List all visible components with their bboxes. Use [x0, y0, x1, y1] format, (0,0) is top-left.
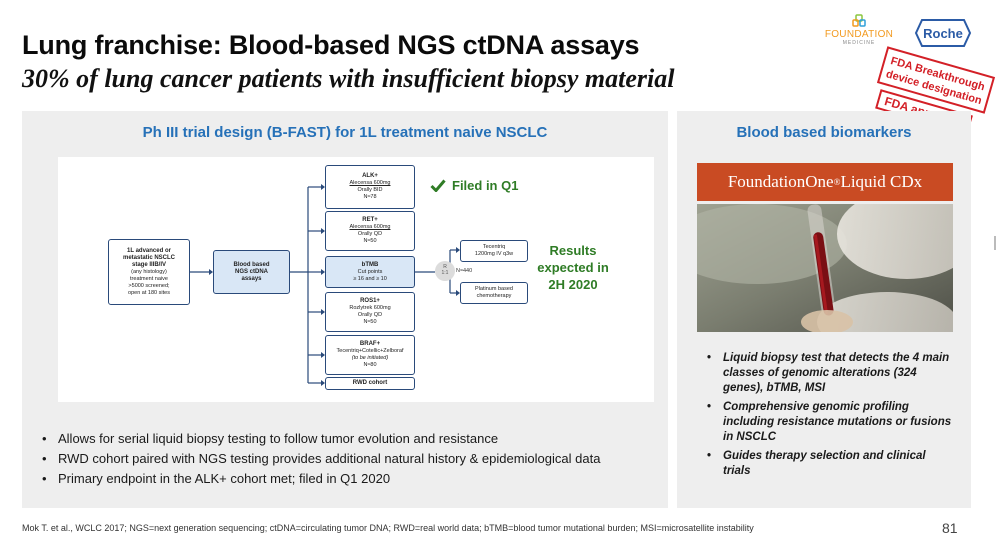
blood-sample-image: [697, 204, 953, 332]
blood-tube-photo: [697, 204, 953, 332]
cohort-line: (to be initiated): [351, 355, 389, 361]
cohort-line: Tecentriq+Cotellic+Zelboraf: [336, 348, 404, 354]
medicine-wordmark: MEDICINE: [842, 40, 876, 46]
trial-design-heading: Ph III trial design (B-FAST) for 1L trea…: [142, 124, 548, 141]
cohort-line: N≈50: [363, 238, 377, 244]
cohort-line: Alecensa 600mg: [349, 180, 391, 186]
roche-wordmark: Roche: [923, 26, 963, 41]
scroll-marker: [994, 236, 996, 250]
results-line: expected in: [537, 260, 609, 275]
population-line: 1L advanced or: [127, 247, 171, 254]
population-line: >5000 screened;: [128, 282, 170, 289]
banner-product-suffix: Liquid CDx: [840, 172, 923, 191]
bullet-item: Liquid biopsy test that detects the 4 ma…: [705, 351, 955, 396]
randomization-node: R 1:1: [435, 261, 455, 281]
cohort-line: Rozlytrek 600mg: [349, 305, 391, 311]
arm-line: 1200mg IV q3w: [474, 251, 514, 257]
slide-subtitle: 30% of lung cancer patients with insuffi…: [22, 64, 675, 93]
bullet-item: Comprehensive genomic profiling includin…: [705, 400, 955, 445]
checkmark-icon: [430, 179, 446, 192]
assay-box: Blood based NGS ctDNA assays: [213, 250, 290, 294]
cohort-title: bTMB: [361, 261, 379, 268]
results-line: Results: [549, 243, 597, 258]
bullet-item: RWD cohort paired with NGS testing provi…: [40, 449, 600, 469]
cohort-line: Orally QD: [357, 231, 383, 237]
assay-line: NGS ctDNA: [234, 268, 268, 275]
cohort-btmb-box: bTMB Cut points ≥ 16 and ≥ 10: [325, 256, 415, 288]
filed-in-q1-callout: Filed in Q1: [430, 178, 518, 193]
assay-line: Blood based: [233, 261, 270, 268]
biomarkers-heading: Blood based biomarkers: [736, 124, 912, 141]
biomarkers-panel: Blood based biomarkers FoundationOne®Liq…: [677, 111, 971, 508]
roche-logo: Roche: [914, 19, 972, 47]
randomized-n-label: N≈440: [456, 268, 473, 274]
randomization-r: R: [443, 264, 447, 270]
cohort-line: N≈50: [363, 319, 377, 325]
registered-mark: ®: [833, 177, 841, 187]
results-callout: Results expected in 2H 2020: [528, 242, 618, 293]
cohort-line: N≈80: [363, 362, 377, 368]
cohort-alk-box: ALK+ Alecensa 600mg Orally BID N≈78: [325, 165, 415, 209]
cohort-line: Orally QD: [357, 312, 383, 318]
cohort-title: BRAF+: [359, 341, 381, 347]
cohort-line: N≈78: [363, 194, 377, 200]
population-line: (any histology): [131, 268, 167, 275]
cohort-line: Orally BID: [357, 187, 383, 193]
foundation-medicine-logo: FOUNDATION MEDICINE: [822, 14, 896, 46]
trial-bullet-list: Allows for serial liquid biopsy testing …: [40, 429, 600, 489]
population-line: open at 180 sites: [128, 289, 170, 296]
foundation-medicine-icon: [852, 14, 866, 27]
trial-design-panel: Ph III trial design (B-FAST) for 1L trea…: [22, 111, 668, 508]
diagram-connectors: [190, 184, 460, 386]
biomarker-bullet-list: Liquid biopsy test that detects the 4 ma…: [705, 351, 955, 483]
assay-line: assays: [241, 275, 262, 282]
slide-title: Lung franchise: Blood-based NGS ctDNA as…: [22, 30, 640, 60]
arm-tecentriq-box: Tecentriq 1200mg IV q3w: [460, 240, 528, 262]
cohort-ros1-box: ROS1+ Rozlytrek 600mg Orally QD N≈50: [325, 292, 415, 332]
foundationone-liquid-banner: FoundationOne®Liquid CDx: [697, 163, 953, 201]
population-line: stage IIIB/IV: [131, 261, 166, 268]
bullet-item: Primary endpoint in the ALK+ cohort met;…: [40, 469, 600, 489]
arm-line: Tecentriq: [482, 244, 506, 250]
cohort-title: ROS1+: [360, 298, 380, 304]
arm-line: Platinum based: [475, 286, 513, 292]
cohort-title: ALK+: [362, 173, 378, 179]
banner-product-name: FoundationOne: [727, 172, 834, 191]
arm-chemo-box: Platinum based chemotherapy: [460, 282, 528, 304]
results-line: 2H 2020: [548, 277, 598, 292]
arm-line: chemotherapy: [476, 293, 512, 299]
bullet-item: Allows for serial liquid biopsy testing …: [40, 429, 600, 449]
bullet-item: Guides therapy selection and clinical tr…: [705, 449, 955, 479]
population-box: 1L advanced or metastatic NSCLC stage II…: [108, 239, 190, 305]
foundation-wordmark: FOUNDATION: [824, 29, 894, 40]
cohort-title: RET+: [362, 217, 378, 223]
filed-label: Filed in Q1: [452, 178, 519, 193]
cohort-line: Alecensa 600mg: [349, 224, 391, 230]
randomization-ratio: 1:1: [441, 270, 449, 276]
page-number: 81: [942, 520, 958, 536]
cohort-rwd-box: RWD cohort: [325, 377, 415, 390]
trial-design-diagram: 1L advanced or metastatic NSCLC stage II…: [58, 157, 654, 402]
footnote: Mok T. et al., WCLC 2017; NGS=next gener…: [22, 523, 754, 533]
population-line: metastatic NSCLC: [122, 254, 175, 261]
cohort-line: ≥ 16 and ≥ 10: [353, 275, 387, 282]
cohort-ret-box: RET+ Alecensa 600mg Orally QD N≈50: [325, 211, 415, 251]
cohort-line: Cut points: [357, 268, 383, 275]
population-line: treatment naive: [130, 275, 168, 282]
cohort-title: RWD cohort: [352, 380, 388, 386]
cohort-braf-box: BRAF+ Tecentriq+Cotellic+Zelboraf (to be…: [325, 335, 415, 375]
